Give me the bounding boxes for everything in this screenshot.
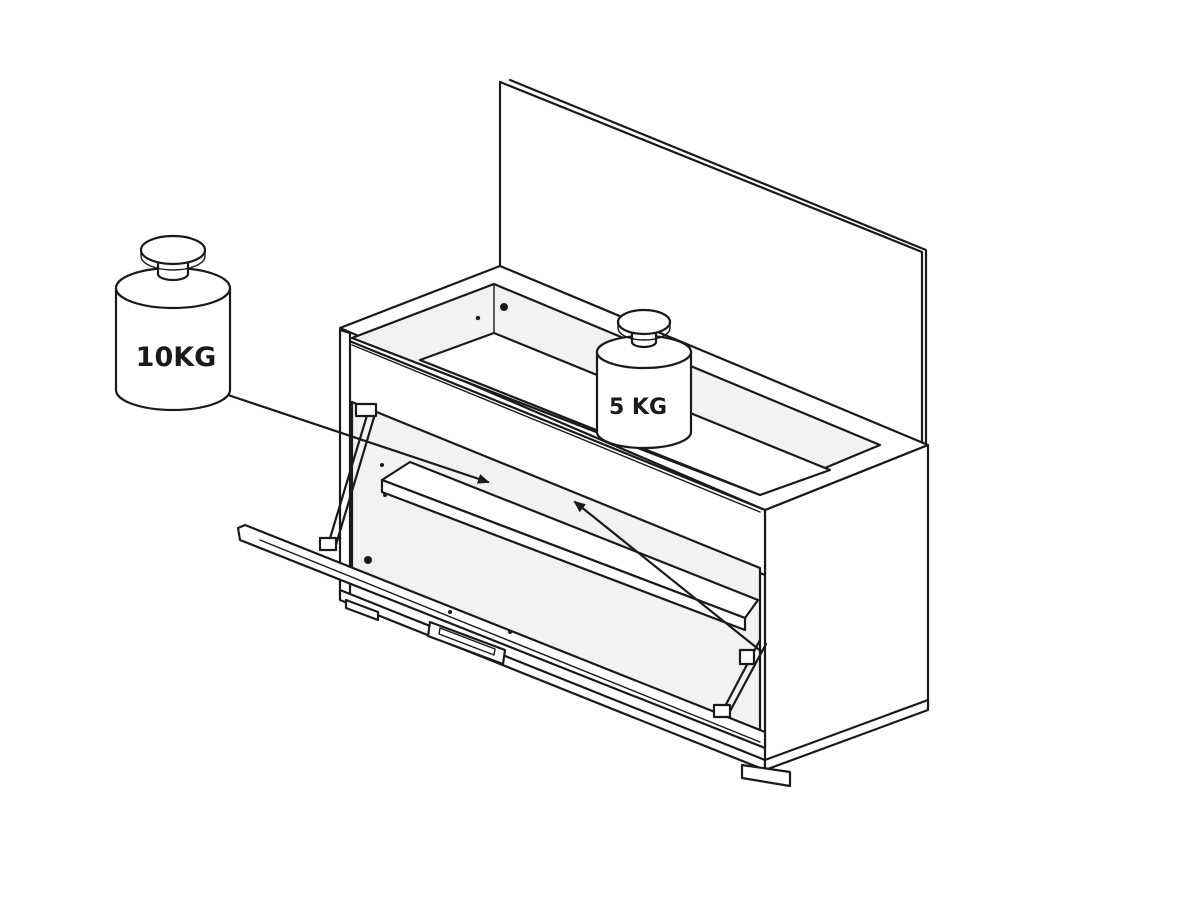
arrow-icon — [573, 500, 764, 654]
weight-label-5kg: 5 KG — [609, 395, 667, 420]
weight-label-10kg: 10KG — [136, 342, 217, 373]
cabinet-body — [338, 264, 930, 772]
front-flap — [236, 523, 767, 750]
gas-strut-right — [712, 638, 768, 719]
cabinet-feet — [344, 598, 792, 788]
weight-icon: 10KG — [114, 234, 232, 412]
arrow-icon — [226, 393, 490, 484]
screw-holes — [364, 303, 512, 634]
weight-icon: 5 KG — [595, 308, 693, 450]
gas-strut-left — [318, 402, 378, 552]
